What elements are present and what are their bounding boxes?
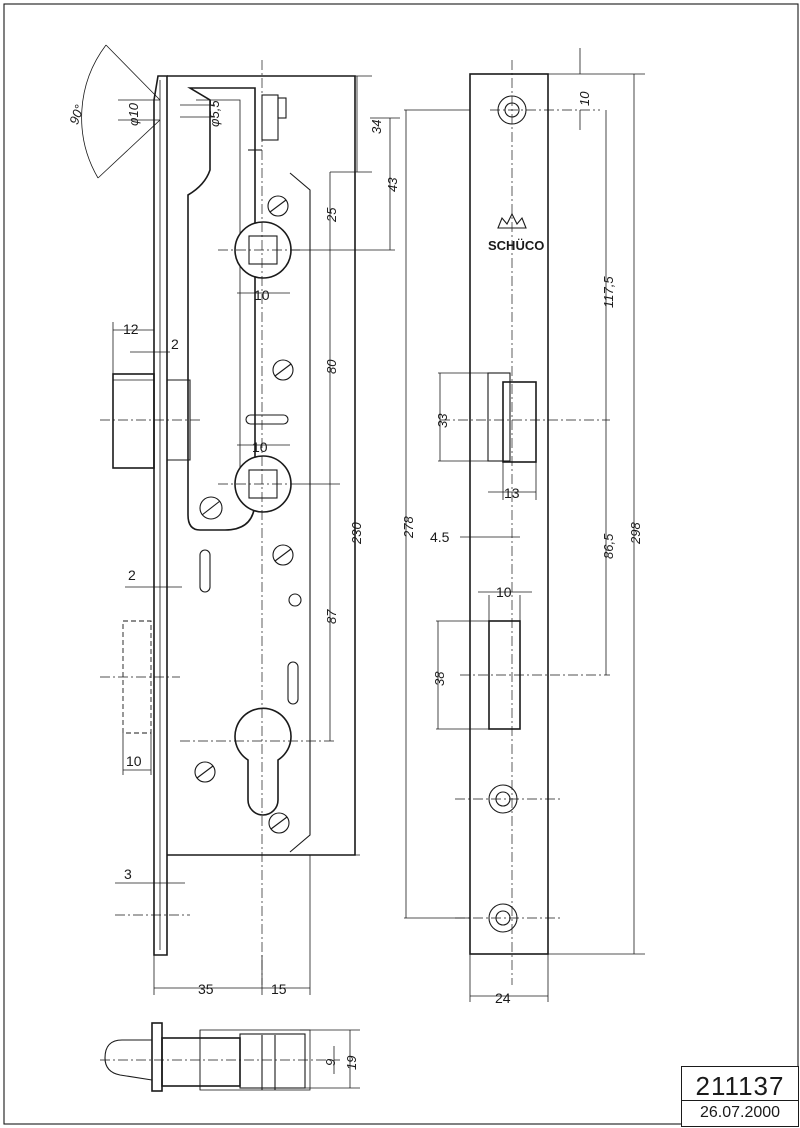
dim-10-top: 10 — [577, 91, 592, 106]
front-view: SCHÜCO 33 13 4.5 38 10 10 117,5 8 — [401, 48, 645, 1006]
title-block: 211137 26.07.2000 — [681, 1066, 799, 1127]
dim-38: 38 — [432, 671, 447, 686]
dim-298: 298 — [628, 522, 643, 545]
sheet-border — [3, 3, 799, 1125]
dim-80: 80 — [324, 359, 339, 374]
schueco-logo: SCHÜCO — [488, 212, 544, 253]
dim-33: 33 — [435, 413, 450, 428]
bottom-view: 9 19 — [100, 1022, 360, 1092]
side-view: 90° φ10 φ5,5 34 43 25 80 87 230 10 10 12 — [66, 44, 400, 997]
dim-phi10: φ10 — [126, 102, 141, 126]
dim-24: 24 — [495, 990, 511, 1006]
dim-117-5: 117,5 — [601, 276, 616, 308]
dim-43: 43 — [385, 177, 400, 192]
drawing-number: 211137 — [695, 1071, 785, 1101]
drawing-date: 26.07.2000 — [699, 1104, 781, 1121]
dim-2-upper: 2 — [171, 336, 179, 352]
dim-13: 13 — [504, 485, 520, 501]
dim-230: 230 — [349, 522, 364, 545]
dim-15: 15 — [271, 981, 287, 997]
dim-25: 25 — [324, 207, 339, 223]
dim-278: 278 — [401, 516, 416, 539]
dim-3: 3 — [124, 866, 132, 882]
dim-angle: 90° — [66, 103, 87, 127]
dim-12: 12 — [123, 321, 139, 337]
dim-10-mid: 10 — [252, 439, 268, 455]
dim-34: 34 — [369, 120, 384, 134]
dim-86-5: 86,5 — [601, 533, 616, 559]
dim-35: 35 — [198, 981, 214, 997]
dim-phi55: φ5,5 — [207, 100, 222, 127]
title-divider — [682, 1100, 798, 1101]
brand-text: SCHÜCO — [488, 238, 544, 253]
dim-10-front: 10 — [496, 584, 512, 600]
dim-10-upper: 10 — [254, 287, 270, 303]
dim-2-lower: 2 — [128, 567, 136, 583]
dim-4-5: 4.5 — [430, 529, 450, 545]
dim-87: 87 — [324, 609, 339, 624]
dim-19: 19 — [344, 1056, 359, 1070]
dim-10-lower: 10 — [126, 753, 142, 769]
dim-9: 9 — [323, 1059, 338, 1066]
